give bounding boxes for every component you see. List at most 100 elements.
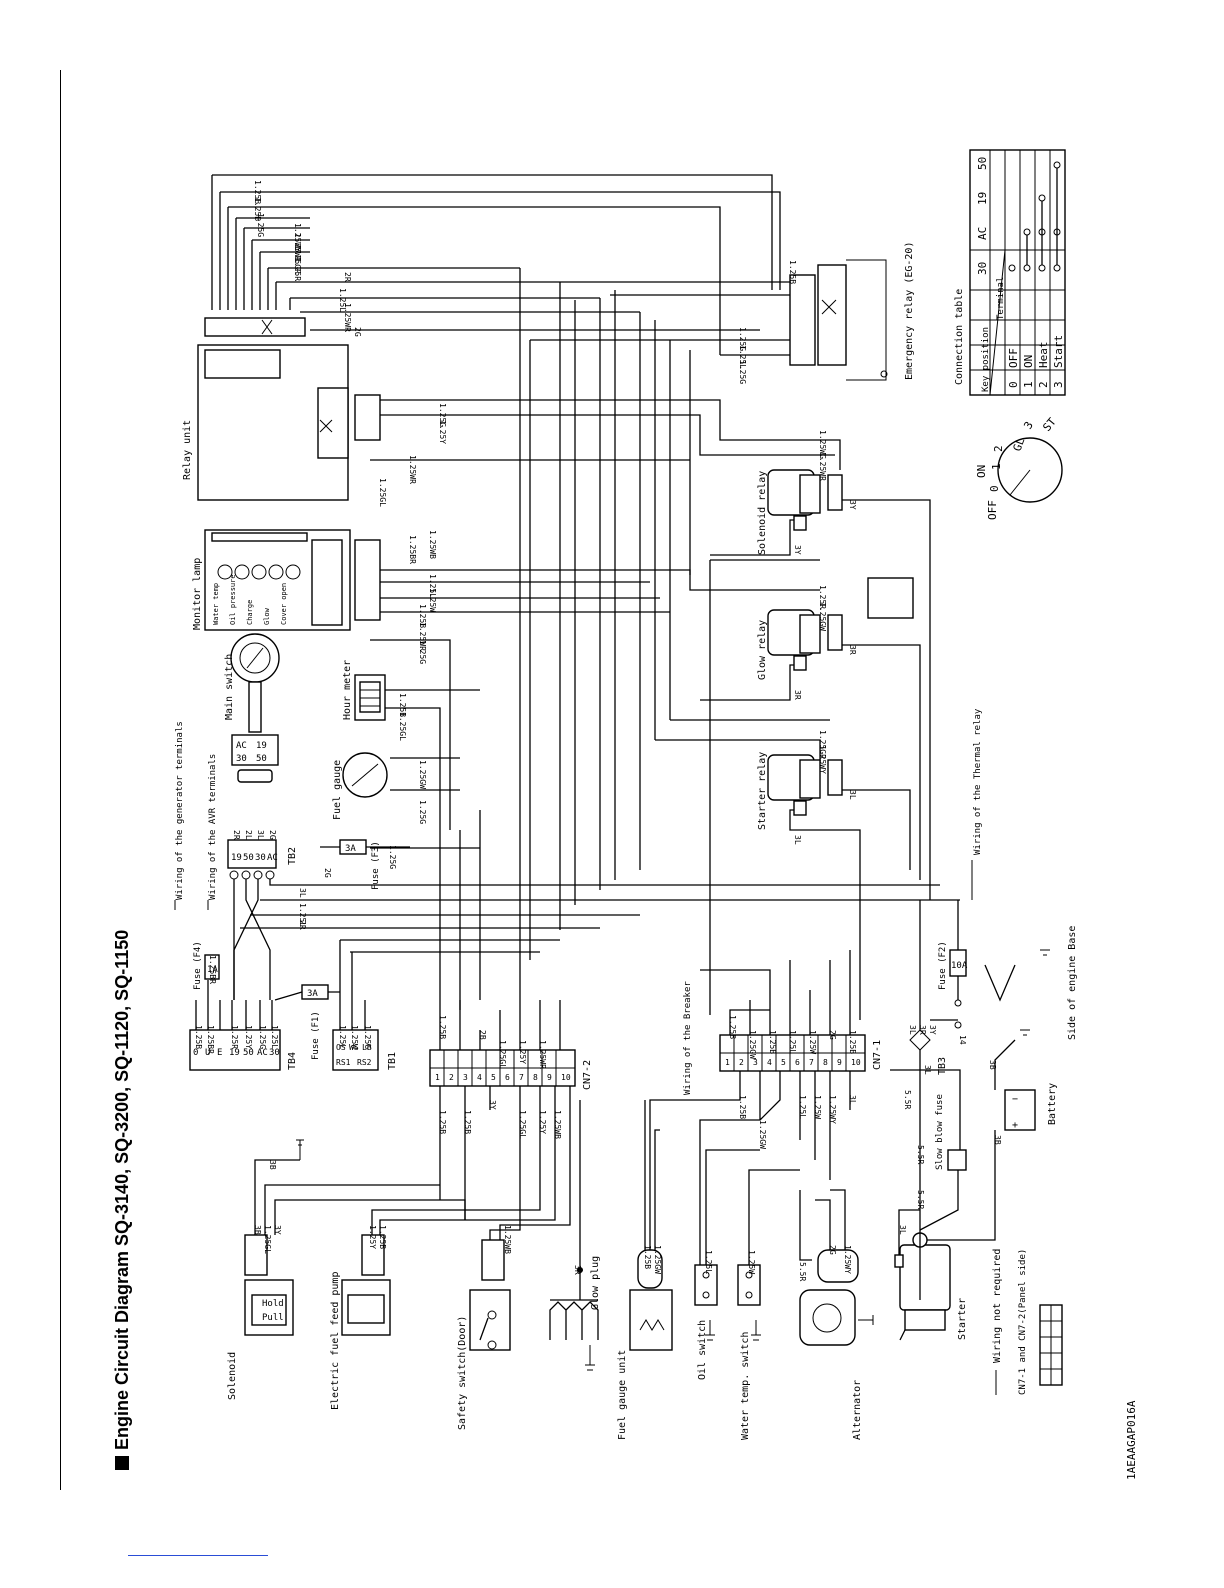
wire-label-bottom: 1.25B [378, 1225, 387, 1249]
wire-label-bottom: 3B [253, 1225, 262, 1235]
wire-label-relays: 1.25R [818, 585, 827, 609]
wire-label-top: 1.25B [253, 180, 262, 204]
wire-label-tb2: 3L [256, 830, 265, 840]
solenoid-relay: Solenoid relay [757, 469, 843, 555]
wire-label-bottom: 1.25W [747, 1250, 756, 1274]
wire-label-bottom: 1.25WB [503, 1225, 512, 1254]
wire-label-bottom: 1.25GW [653, 1245, 662, 1274]
safety-switch: Safety switch(Door) [457, 1100, 571, 1430]
wire-label-cn7_2: 1.25GL [518, 1110, 527, 1139]
monitor-cover-open: Cover open [280, 583, 288, 625]
fuel-gauge-label: Fuel gauge [332, 760, 343, 820]
fuse-f2-rating: 10A [951, 961, 968, 971]
wire-label-relay_side: 1.25BR [408, 535, 417, 564]
wire-label-relays: 1.25WR [818, 452, 827, 481]
legend-panel-side: CN7-1 and CN7-2(Panel side) [1018, 1249, 1028, 1395]
conn-row-3-num: 3 [1052, 381, 1065, 388]
wire-label-cn7_1: 1.25GW [758, 1120, 767, 1149]
engine-base-label: Side of engine Base [1067, 926, 1078, 1040]
fuel-pump-label: Electric fuel feed pump [330, 1272, 341, 1410]
wire-label-cn7_1: 1.25L [798, 1095, 807, 1119]
cn71-nums-pin: 6 [795, 1058, 800, 1067]
key-off-label: OFF [986, 500, 999, 520]
tb2-term-30: 30 [255, 853, 266, 863]
tb1-term-rs1: RS1 [336, 1058, 351, 1067]
fuse-f1: 3A Fuse (F1) [274, 984, 340, 1060]
fuse-f3: 3A Fuse (F3) [320, 839, 410, 890]
hour-meter: Hour meter [342, 660, 386, 721]
conn-row-3-name: Start [1052, 335, 1065, 368]
wire-label-cn7_2: 1.25Y [518, 1040, 527, 1064]
wire-label-tb2: 2R [298, 920, 307, 930]
main-switch-term-ac: AC [236, 741, 247, 751]
wire-label-monitor_side: 1.25G [418, 640, 427, 664]
wire-label-relays: 3L [793, 835, 802, 845]
slow-blow-fuse: Slow blow fuse [890, 1069, 967, 1231]
glow-relay: Glow relay [757, 577, 914, 680]
cn72-nums-pin: 10 [561, 1073, 571, 1082]
fuse-f4: 1A Fuse (F4) [193, 941, 220, 990]
hour-meter-label: Hour meter [342, 660, 353, 720]
conn-col-ac: AC [976, 227, 989, 240]
wire-label-tb2: 1.25G [388, 845, 397, 869]
tb4-label: TB4 [287, 1052, 298, 1070]
monitor-oil-pressure: Oil pressure [229, 574, 237, 625]
wire-label-relay_side: 1.25Y [438, 420, 447, 444]
water-temp-switch: Water temp. switch [737, 1169, 800, 1440]
wire-label-top: 1.25G [738, 327, 747, 351]
monitor-water-temp: Water temp [212, 583, 220, 625]
key-on-label: ON [975, 465, 988, 478]
wire-label-top: 2R [343, 272, 352, 282]
wire-label-cn7_2: 1.25B [438, 1110, 447, 1134]
generator-wiring-label: Wiring of the generator terminals [175, 721, 185, 900]
battery: − + Battery [920, 1039, 1058, 1241]
wire-label-cn7_2: 1.25B [463, 1110, 472, 1134]
legend-not-required: Wiring not required [992, 1249, 1003, 1363]
wire-label-top: 1.25WR [343, 303, 352, 332]
wire-label-monitor_side: 1.25W [428, 588, 437, 612]
connection-table-terminal-header: Terminal [996, 277, 1006, 320]
solenoid-pull: Pull [262, 1313, 284, 1323]
wire-label-cn7_2: 1.25B [438, 1015, 447, 1039]
fuel-gauge: Fuel gauge [332, 752, 388, 820]
starter-relay-label: Starter relay [757, 752, 768, 830]
conn-col-19: 19 [976, 192, 989, 205]
tb4-term-19: 19 [229, 1048, 240, 1058]
main-switch-term-30: 30 [236, 754, 247, 764]
wire-label-bottom: 3B [268, 1160, 277, 1170]
tb1-term-lb: LB [362, 1043, 372, 1052]
tb2-block: 19 50 30 AC TB2 [227, 839, 298, 1000]
key-st-label: ST [1040, 415, 1059, 434]
cn7-1-label: CN7-1 [872, 1040, 883, 1070]
wire-label-cn7_1: 1.25B [728, 1015, 737, 1039]
tb2-term-ac: AC [267, 853, 278, 863]
wire-label-top: 1.25GR [293, 245, 302, 274]
cn7-2-label: CN7-2 [582, 1060, 593, 1090]
wire-label-cn7_2: 1.25GL [498, 1040, 507, 1069]
emergency-relay-label: Emergency relay (EG-20) [904, 242, 915, 380]
engine-ground: Side of engine Base [984, 926, 1078, 1040]
wire-label-cn7_1: 2G [828, 1030, 837, 1040]
wire-label-fuel_gauge: 1.25G [418, 800, 427, 824]
wire-label-cn7_1: 1.25B [738, 1095, 747, 1119]
wire-label-hour_meter: 1.25B [398, 693, 407, 717]
wire-label-relay_side: 1.25G [438, 403, 447, 427]
thermal-wiring-label: Wiring of the Thermal relay [973, 708, 983, 855]
wire-label-tb4: 1.25Y [244, 1025, 253, 1049]
wire-label-relay_side: 1.25WB [428, 530, 437, 559]
glow-relay-label: Glow relay [757, 620, 768, 680]
main-switch-term-19: 19 [256, 741, 267, 751]
cn71-nums-pin: 5 [781, 1058, 786, 1067]
wire-label-cn7_1: 1.25B [848, 1030, 857, 1054]
wire-label-bottom: 3L [898, 1225, 907, 1235]
key-gl-label: GL [1011, 436, 1028, 453]
cn72-nums-pin: 4 [477, 1073, 482, 1082]
cn71-nums-pin: 10 [851, 1058, 861, 1067]
fuse-f4-label: Fuse (F4) [193, 941, 203, 990]
wire-label-top: 1.25L [338, 288, 347, 312]
alternator-label: Alternator [852, 1380, 863, 1440]
starter-relay: Starter relay [757, 752, 843, 830]
fuse-f1-label: Fuse (F1) [311, 1011, 321, 1060]
